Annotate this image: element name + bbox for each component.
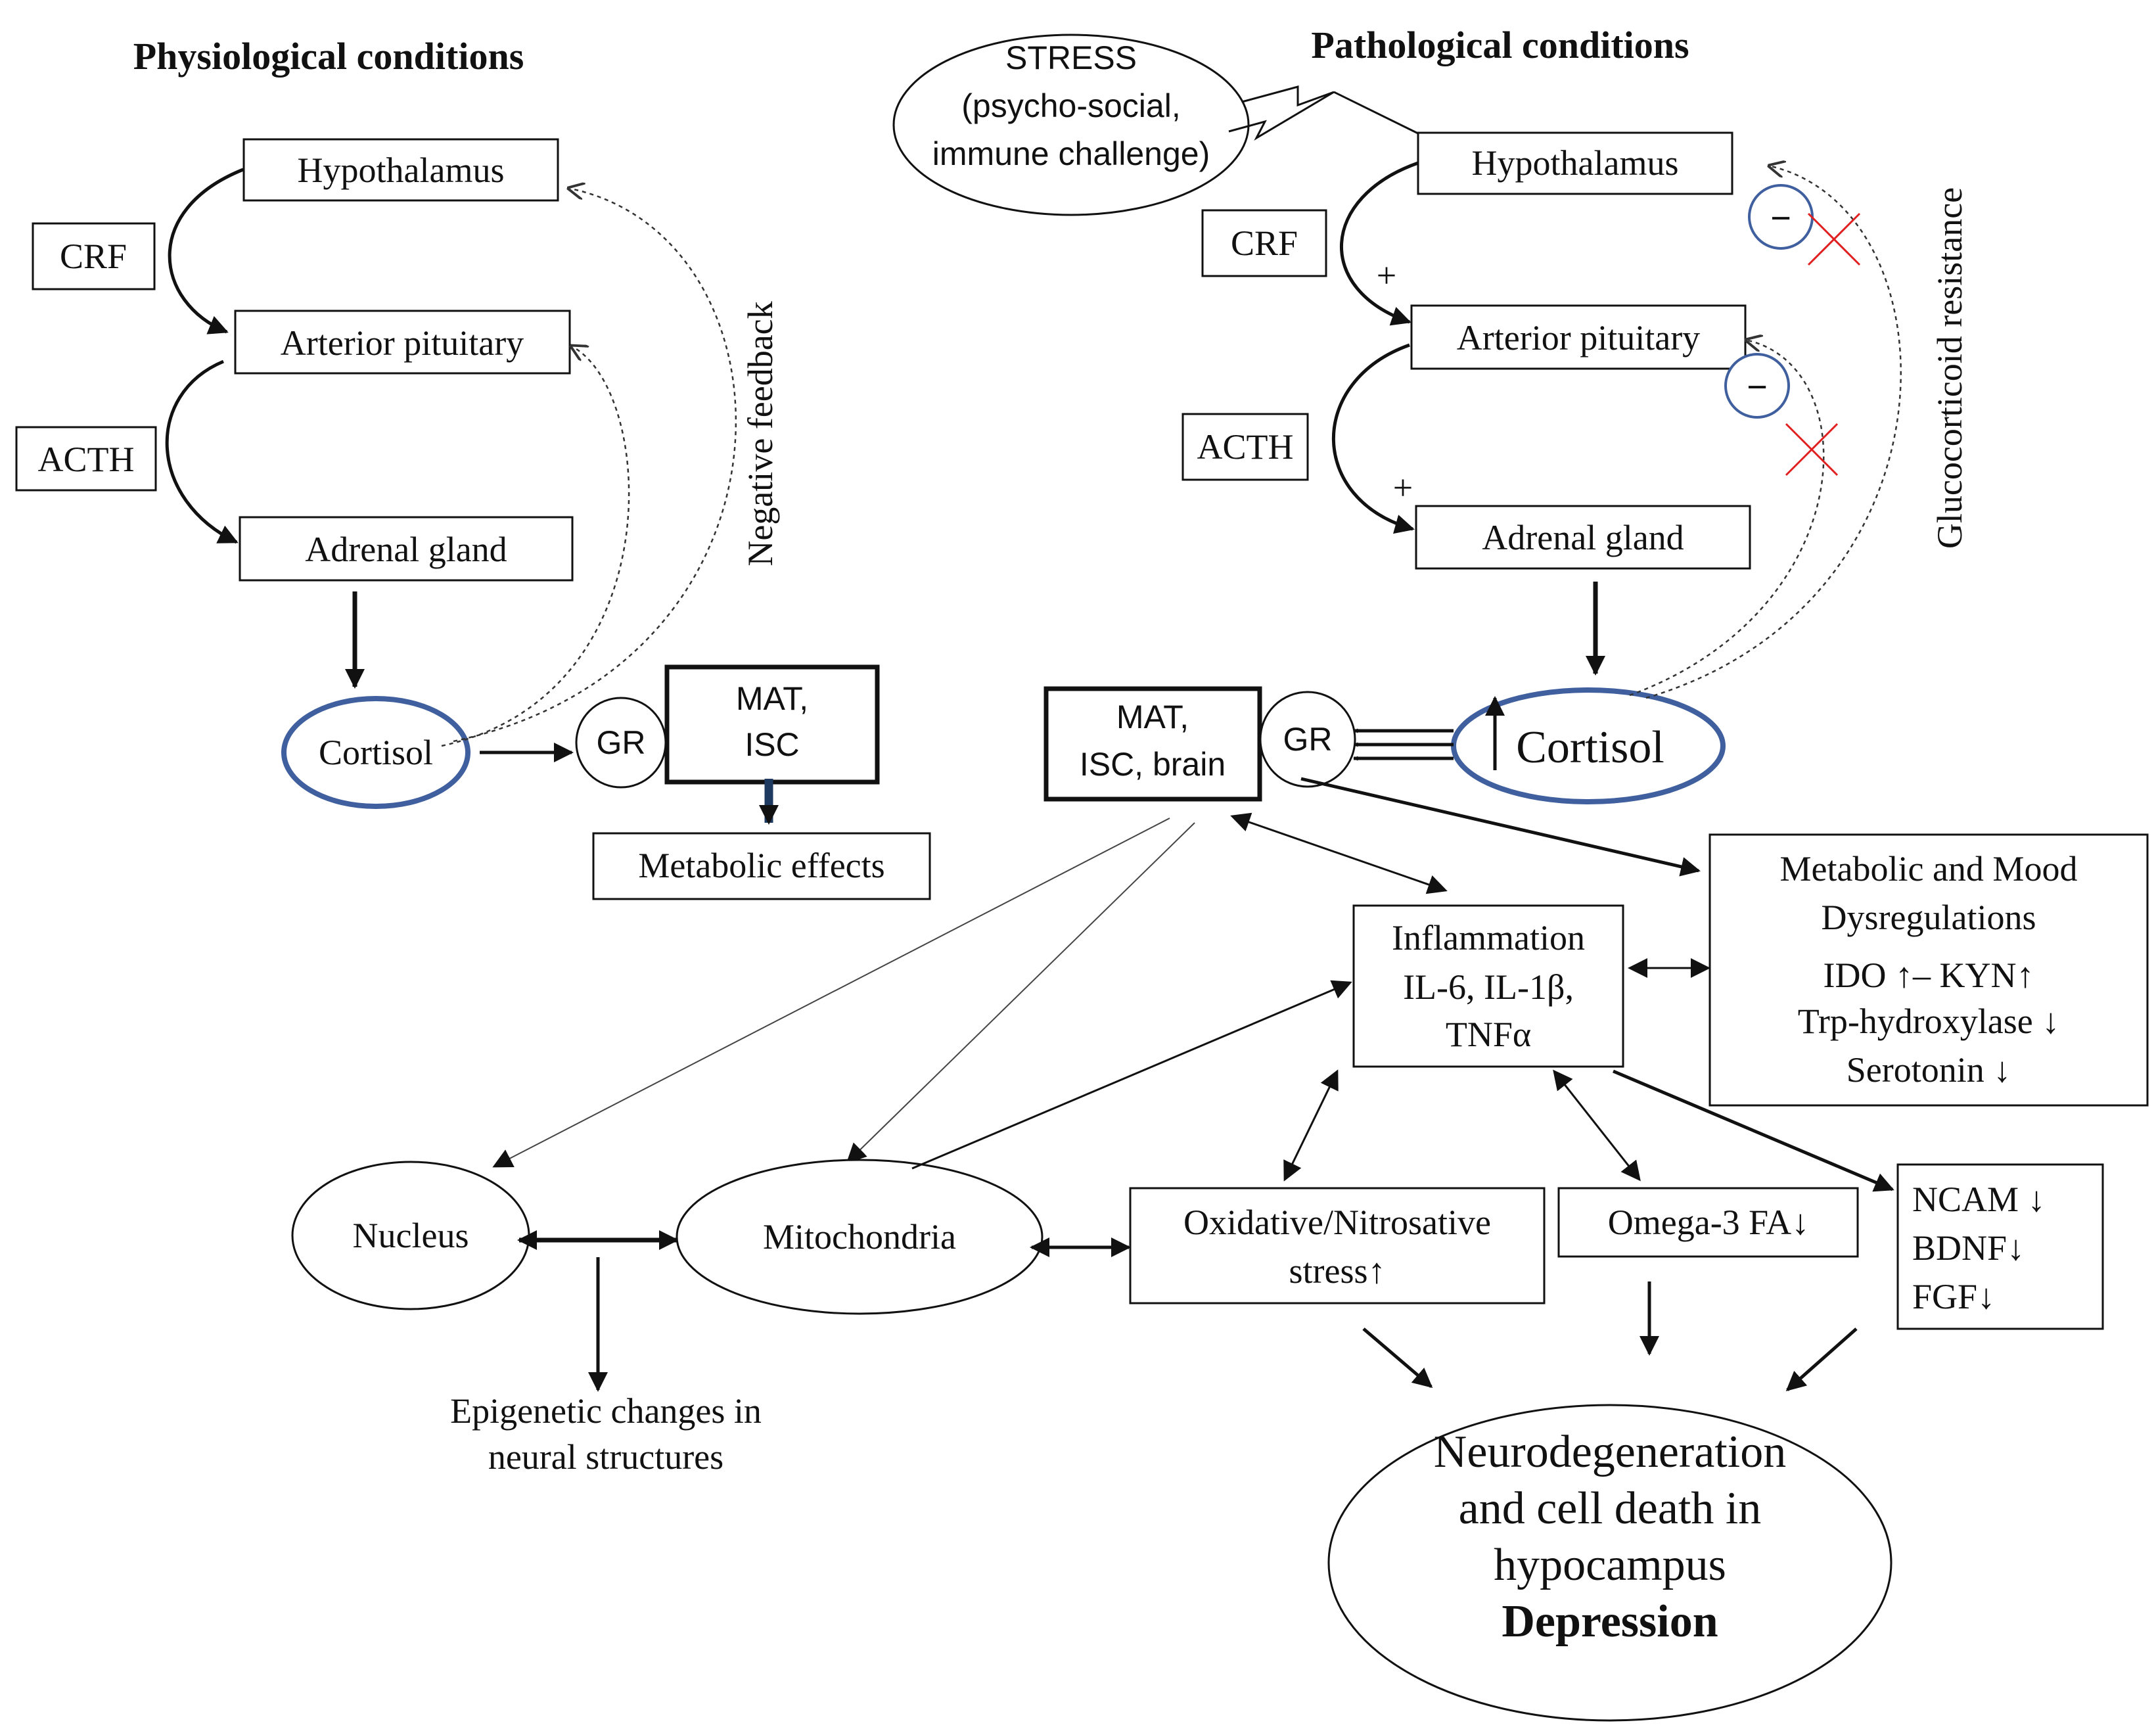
neurodegeneration-oval bbox=[1327, 1404, 1892, 1722]
inflammation-line3: TNFα bbox=[1446, 1015, 1531, 1054]
pituitary-blocked-x-icon bbox=[1785, 423, 1839, 476]
phys-gr-label: GR bbox=[597, 724, 646, 761]
bdnf-label: BDNF↓ bbox=[1912, 1228, 2025, 1268]
path-anterior-pituitary-label: Arterior pituitary bbox=[1457, 318, 1700, 358]
phys-anterior-pituitary-box bbox=[234, 310, 571, 375]
neuro-line1: Neurodegeneration bbox=[1434, 1427, 1786, 1477]
hypothalamus-minus-sign: − bbox=[1770, 198, 1791, 238]
neuro-line4: Depression bbox=[1502, 1596, 1718, 1647]
inflammation-to-growth-factors-arrow bbox=[1613, 1069, 1894, 1192]
oxidative-line1: Oxidative/Nitrosative bbox=[1183, 1203, 1491, 1242]
phys-crf-label: CRF bbox=[60, 237, 127, 276]
path-adrenal-box bbox=[1415, 505, 1751, 570]
phys-hypothalamus-box bbox=[242, 138, 559, 202]
path-mat-line1: MAT, bbox=[1116, 699, 1189, 735]
phys-acth-box bbox=[15, 426, 157, 492]
path-acth-box bbox=[1181, 413, 1309, 481]
path-gr-label: GR bbox=[1283, 721, 1333, 758]
path-mat-box bbox=[1044, 686, 1262, 802]
epigenetic-line1: Epigenetic changes in bbox=[450, 1391, 762, 1431]
path-hypothalamus-to-pituitary-arrow bbox=[1340, 161, 1419, 326]
phys-adrenal-label: Adrenal gland bbox=[305, 530, 507, 569]
omega3-box bbox=[1557, 1187, 1859, 1258]
nucleus-label: Nucleus bbox=[353, 1216, 469, 1255]
hypothalamus-blocked-x-icon bbox=[1807, 212, 1861, 266]
path-adrenal-label: Adrenal gland bbox=[1482, 518, 1684, 557]
inflammation-omega3-double-arrow bbox=[1553, 1069, 1641, 1182]
pituitary-minus-sign: − bbox=[1747, 367, 1768, 407]
phys-hypothalamus-to-pituitary-arrow bbox=[168, 168, 244, 335]
stress-oval bbox=[892, 34, 1250, 216]
path-hypothalamus-box bbox=[1417, 131, 1733, 195]
mitochondria-oval bbox=[676, 1159, 1044, 1315]
gr-to-metabolic-mood-arrow bbox=[1300, 777, 1701, 877]
path-mat-line2: ISC, brain bbox=[1080, 746, 1226, 783]
negative-feedback-label: Negative feedback bbox=[741, 301, 780, 566]
mat-inflammation-double-arrow bbox=[1230, 812, 1448, 894]
phys-feedback-to-hypothalamus-line bbox=[453, 189, 737, 743]
phys-mat-box bbox=[664, 664, 880, 785]
mitochondria-to-inflammation-arrow bbox=[911, 980, 1352, 1170]
glucocorticoid-resistance-label: Glucocorticoid resistance bbox=[1930, 187, 1969, 549]
phys-acth-label: ACTH bbox=[38, 440, 135, 479]
phys-cortisol-label: Cortisol bbox=[319, 733, 433, 772]
path-plus-1: + bbox=[1377, 256, 1396, 295]
neuro-line3: hypocampus bbox=[1494, 1540, 1726, 1590]
metabolic-mood-line1: Metabolic and Mood bbox=[1780, 849, 2078, 889]
path-cortisol-label: Cortisol bbox=[1516, 722, 1664, 773]
cortisol-to-gr-triple-arrow bbox=[1353, 728, 1454, 761]
stress-line2: (psycho-social, bbox=[961, 87, 1180, 124]
stress-line1: STRESS bbox=[1005, 39, 1137, 76]
phys-hypothalamus-label: Hypothalamus bbox=[298, 150, 505, 190]
growth-factors-box bbox=[1896, 1163, 2104, 1330]
pituitary-minus-circle bbox=[1724, 353, 1790, 419]
phys-crf-box bbox=[32, 222, 156, 290]
path-feedback-to-pituitary-line bbox=[1629, 340, 1825, 697]
omega3-label: Omega-3 FA↓ bbox=[1608, 1203, 1809, 1242]
metabolic-mood-line5: Serotonin ↓ bbox=[1846, 1050, 2011, 1090]
mat-to-nucleus-line bbox=[492, 818, 1170, 1168]
metabolic-mood-line3: IDO ↑– KYN↑ bbox=[1823, 956, 2034, 995]
metabolic-mood-line2: Dysregulations bbox=[1822, 898, 2036, 937]
path-pituitary-to-adrenal-arrow bbox=[1332, 343, 1415, 534]
path-feedback-to-hypothalamus-line bbox=[1645, 166, 1902, 699]
mat-to-mitochondria-line bbox=[846, 822, 1195, 1164]
mitochondria-label: Mitochondria bbox=[763, 1217, 956, 1257]
ncam-label: NCAM ↓ bbox=[1912, 1180, 2046, 1219]
inflammation-oxidative-double-arrow bbox=[1283, 1069, 1339, 1182]
path-acth-label: ACTH bbox=[1197, 427, 1294, 467]
oxidative-line2: stress↑ bbox=[1289, 1251, 1386, 1291]
inflammation-box bbox=[1352, 904, 1624, 1068]
path-anterior-pituitary-box bbox=[1410, 304, 1747, 370]
phys-cortisol-oval bbox=[281, 696, 470, 809]
oxidative-stress-box bbox=[1129, 1187, 1546, 1304]
path-gr-circle bbox=[1259, 691, 1356, 788]
phys-anterior-pituitary-label: Arterior pituitary bbox=[281, 323, 524, 363]
path-crf-label: CRF bbox=[1231, 223, 1298, 263]
stress-line3: immune challenge) bbox=[932, 135, 1210, 172]
phys-mat-line2: ISC bbox=[745, 726, 799, 763]
stress-to-hypothalamus-line bbox=[1333, 91, 1419, 135]
pathological-title: Pathological conditions bbox=[1311, 24, 1689, 66]
metabolic-mood-line4: Trp-hydroxylase ↓ bbox=[1798, 1002, 2060, 1041]
path-crf-box bbox=[1201, 209, 1327, 277]
phys-adrenal-box bbox=[239, 516, 574, 582]
epigenetic-line2: neural structures bbox=[488, 1437, 723, 1477]
path-hypothalamus-label: Hypothalamus bbox=[1472, 143, 1679, 183]
fgf-label: FGF↓ bbox=[1912, 1277, 1995, 1316]
path-plus-2: + bbox=[1393, 468, 1413, 507]
inflammation-line1: Inflammation bbox=[1392, 918, 1585, 958]
physiological-title: Physiological conditions bbox=[133, 35, 524, 78]
neuro-line2: and cell death in bbox=[1459, 1483, 1762, 1534]
metabolic-mood-box bbox=[1709, 833, 2149, 1107]
oxidative-to-neuro-arrow bbox=[1362, 1327, 1433, 1388]
metabolic-effects-label: Metabolic effects bbox=[638, 846, 884, 885]
growth-factors-to-neuro-arrow bbox=[1785, 1327, 1858, 1391]
phys-mat-line1: MAT, bbox=[736, 680, 808, 717]
metabolic-effects-box bbox=[592, 832, 931, 900]
inflammation-line2: IL-6, IL-1β, bbox=[1403, 967, 1574, 1007]
phys-pituitary-to-adrenal-arrow bbox=[165, 359, 239, 544]
